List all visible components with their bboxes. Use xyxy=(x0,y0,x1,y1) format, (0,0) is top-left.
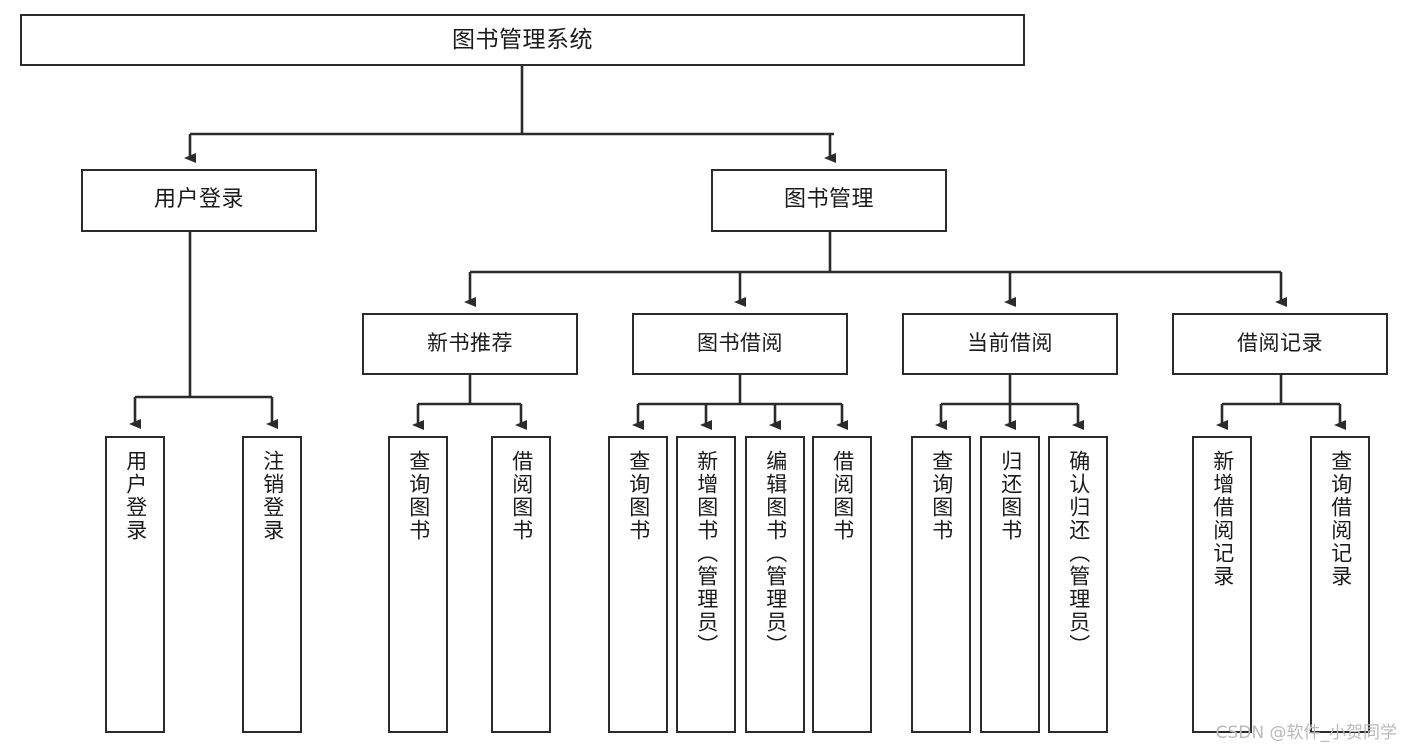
node-label: 查询图书 xyxy=(929,450,954,542)
node-label: 查询图书 xyxy=(626,450,651,542)
node-label: 图书管理 xyxy=(783,187,874,213)
node-leaf-logout-login[interactable]: 注销登录 xyxy=(242,436,302,733)
node-leaf-query-record[interactable]: 查询借阅记录 xyxy=(1310,436,1370,733)
node-leaf-add-record[interactable]: 新增借阅记录 xyxy=(1192,436,1252,733)
node-label: 新增图书（管理员） xyxy=(694,450,719,657)
node-label: 图书管理系统 xyxy=(452,26,593,53)
node-book-manage[interactable]: 图书管理 xyxy=(711,169,947,232)
node-borrow-record[interactable]: 借阅记录 xyxy=(1172,313,1388,375)
node-label: 归还图书 xyxy=(998,450,1023,542)
node-leaf-add-book[interactable]: 新增图书（管理员） xyxy=(676,436,736,733)
node-leaf-query-book-1[interactable]: 查询图书 xyxy=(388,436,448,733)
node-label: 查询借阅记录 xyxy=(1328,450,1353,588)
node-leaf-query-book-3[interactable]: 查询图书 xyxy=(911,436,971,733)
node-leaf-return-book[interactable]: 归还图书 xyxy=(980,436,1040,733)
node-label: 借阅图书 xyxy=(509,450,534,542)
node-label: 用户登录 xyxy=(123,450,148,542)
node-label: 编辑图书（管理员） xyxy=(763,450,788,657)
node-root[interactable]: 图书管理系统 xyxy=(20,14,1025,66)
node-label: 注销登录 xyxy=(260,450,285,542)
node-leaf-user-login[interactable]: 用户登录 xyxy=(105,436,165,733)
node-user-login[interactable]: 用户登录 xyxy=(81,169,317,232)
node-label: 图书借阅 xyxy=(697,331,783,356)
node-label: 用户登录 xyxy=(153,187,244,213)
node-current-borrow[interactable]: 当前借阅 xyxy=(902,313,1118,375)
node-label: 新增借阅记录 xyxy=(1210,450,1235,588)
node-label: 确认归还（管理员） xyxy=(1066,450,1091,657)
node-leaf-borrow-book-1[interactable]: 借阅图书 xyxy=(491,436,551,733)
node-leaf-edit-book[interactable]: 编辑图书（管理员） xyxy=(745,436,805,733)
node-label: 借阅图书 xyxy=(830,450,855,542)
node-leaf-confirm-return[interactable]: 确认归还（管理员） xyxy=(1048,436,1108,733)
node-label: 当前借阅 xyxy=(967,331,1053,356)
node-leaf-borrow-book-2[interactable]: 借阅图书 xyxy=(812,436,872,733)
node-new-book-recommend[interactable]: 新书推荐 xyxy=(362,313,578,375)
node-leaf-query-book-2[interactable]: 查询图书 xyxy=(608,436,668,733)
node-label: 新书推荐 xyxy=(427,331,513,356)
node-book-borrow[interactable]: 图书借阅 xyxy=(632,313,848,375)
node-label: 查询图书 xyxy=(406,450,431,542)
node-label: 借阅记录 xyxy=(1237,331,1323,356)
csdn-watermark: CSDN @软件_小贺同学 xyxy=(1215,723,1397,743)
